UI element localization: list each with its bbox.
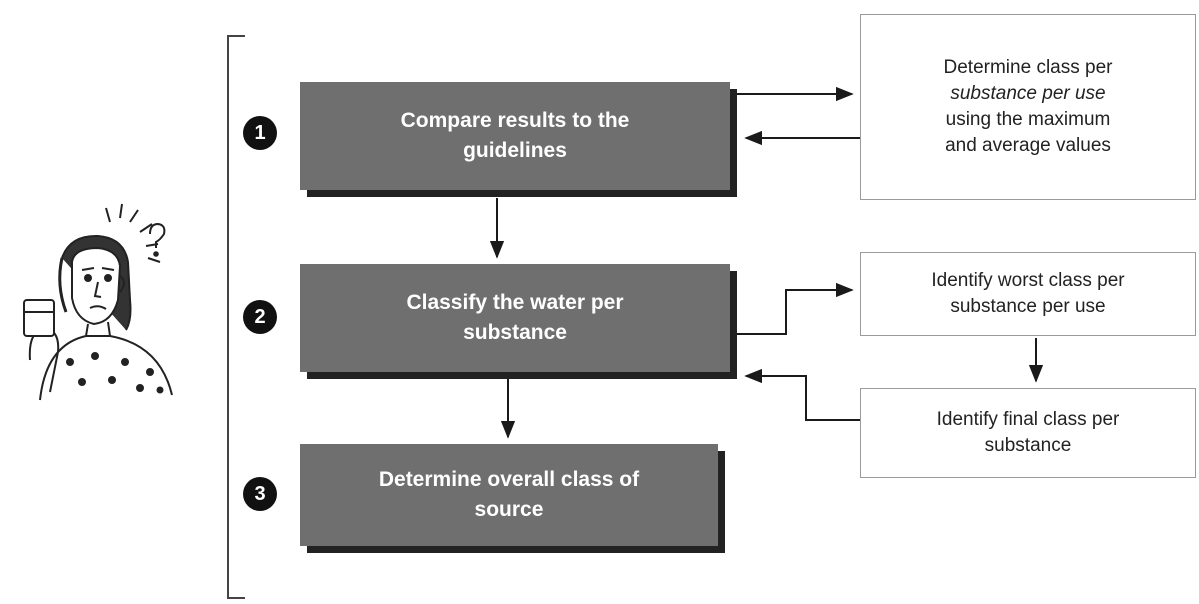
step-3-label-line-2: source xyxy=(474,498,544,521)
step-box-compare-results: Compare results to the guidelines xyxy=(300,82,730,190)
step-number-badge-3: 3 xyxy=(243,477,277,511)
step-1-label-line-1: Compare results to the xyxy=(400,109,630,132)
side-1-line-2: substance per use xyxy=(950,83,1106,104)
process-bracket xyxy=(227,35,245,599)
puzzled-person-illustration xyxy=(23,203,173,401)
arrow-step2-to-side2 xyxy=(737,282,854,335)
step-box-classify-water: Classify the water per substance xyxy=(300,264,730,372)
side-1-line-4: and average values xyxy=(945,135,1111,156)
side-box-determine-class-per-substance: Determine class per substance per use us… xyxy=(860,14,1196,200)
side-2-line-2: substance per use xyxy=(950,296,1106,317)
side-3-line-1: Identify final class per xyxy=(936,409,1120,430)
step-box-determine-overall-class: Determine overall class of source xyxy=(300,444,718,546)
side-box-identify-final-class: Identify final class per substance xyxy=(860,388,1196,478)
side-2-line-1: Identify worst class per xyxy=(931,270,1125,291)
side-3-line-2: substance xyxy=(984,435,1072,456)
side-1-line-1: Determine class per xyxy=(943,57,1113,78)
step-2-label-line-2: substance xyxy=(463,321,567,344)
side-1-line-3: using the maximum xyxy=(945,109,1111,130)
step-3-label-line-1: Determine overall class of xyxy=(378,468,640,491)
step-number-badge-1: 1 xyxy=(243,116,277,150)
step-1-label-line-2: guidelines xyxy=(463,139,567,162)
side-box-identify-worst-class: Identify worst class per substance per u… xyxy=(860,252,1196,336)
step-number-badge-2: 2 xyxy=(243,300,277,334)
arrow-side3-to-step2 xyxy=(744,368,860,421)
step-2-label-line-1: Classify the water per xyxy=(406,291,624,314)
